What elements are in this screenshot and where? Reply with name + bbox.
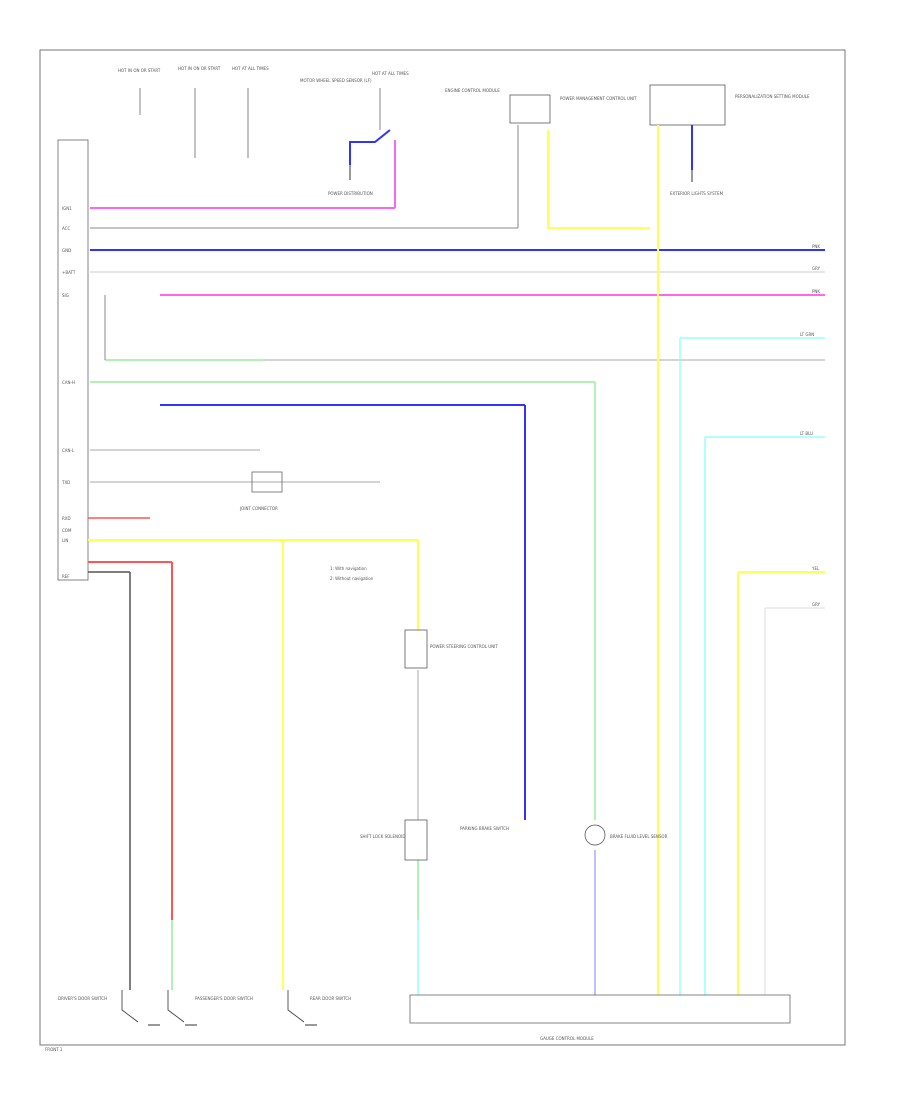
right-pin-6: GRY	[812, 602, 821, 607]
pin-label-0: IGN1	[62, 206, 72, 211]
top-label-7: PERSONALIZATION SETTING MODULE	[735, 94, 810, 99]
ground-symbols	[148, 165, 693, 1026]
bottom-switches	[121, 990, 305, 1023]
label-bottom-unit: GAUGE CONTROL MODULE	[540, 1036, 594, 1041]
right-pin-labels: PNK GRY PNK LT GRN LT BLU YEL GRY	[800, 244, 821, 607]
label-sensor-right: BRAKE FLUID LEVEL SENSOR	[610, 834, 668, 839]
top-label-1: HOT IN ON OR START	[178, 66, 221, 71]
pin-label-8: RXD	[62, 516, 71, 521]
label-ground-right: EXTERIOR LIGHTS SYSTEM	[670, 191, 724, 196]
relay-body	[404, 819, 428, 861]
label-note-2: 2: Without navigation	[330, 576, 374, 581]
pin-label-1: ACC	[62, 226, 70, 231]
label-relay-mid: SHIFT LOCK SOLENOID	[360, 834, 405, 839]
label-ground-top: POWER DISTRIBUTION	[328, 191, 373, 196]
pin-label-6: CAN-L	[62, 448, 75, 453]
pin-label-11: REF	[62, 574, 70, 579]
right-pin-0: PNK	[812, 244, 820, 249]
left-pin-labels: IGN1 ACC GND +BATT SIG CAN-H CAN-L TXD R…	[61, 206, 76, 579]
pin-label-7: TXD	[61, 480, 70, 485]
right-pin-3: LT GRN	[800, 332, 814, 337]
horizontal-buses	[88, 207, 825, 609]
pin-label-5: CAN-H	[62, 380, 75, 385]
left-connector-block	[57, 139, 89, 581]
shift-lock-box	[251, 471, 283, 493]
diagram-frame	[39, 49, 846, 1046]
top-labels: HOT IN ON OR START HOT IN ON OR START HO…	[118, 66, 810, 101]
top-label-3: MOTOR WHEEL SPEED SENSOR (LF)	[300, 78, 372, 83]
top-label-6: POWER MANAGEMENT CONTROL UNIT	[560, 96, 637, 101]
right-pin-4: LT BLU	[800, 431, 813, 436]
pin-label-10: LIN	[62, 538, 68, 543]
right-pin-5: YEL	[811, 566, 820, 571]
component-labels: POWER DISTRIBUTION EXTERIOR LIGHTS SYSTE…	[58, 191, 724, 1041]
vertical-wires	[104, 125, 766, 995]
top-label-5: ENGINE CONTROL MODULE	[445, 88, 500, 93]
label-note-1: 1: With navigation	[330, 566, 367, 571]
right-pin-2: PNK	[812, 289, 820, 294]
pin-label-9: COM	[62, 528, 72, 533]
pin-label-4: SIG	[62, 293, 69, 298]
pin-label-2: GND	[62, 248, 71, 253]
sensor-body	[584, 824, 606, 846]
gauge-control-module	[409, 994, 791, 1024]
right-pin-1: GRY	[812, 266, 821, 271]
label-bottom-left-3: REAR DOOR SWITCH	[310, 996, 351, 1001]
top-fuse-drops	[139, 88, 381, 158]
power-steering-unit	[404, 629, 428, 669]
pmcu-connector	[649, 84, 726, 126]
ecm-connector	[509, 94, 551, 124]
label-bottom-left-1: DRIVER'S DOOR SWITCH	[58, 996, 107, 1001]
top-label-4: HOT AT ALL TIMES	[372, 71, 409, 76]
top-label-0: HOT IN ON OR START	[118, 68, 161, 73]
top-label-2: HOT AT ALL TIMES	[232, 66, 269, 71]
footer-left: FRONT 1	[45, 1047, 63, 1052]
label-switch-mid: PARKING BRAKE SWITCH	[460, 826, 509, 831]
label-bottom-left-2: PASSENGER'S DOOR SWITCH	[195, 996, 253, 1001]
label-module-mid: POWER STEERING CONTROL UNIT	[430, 644, 498, 649]
pin-label-3: +BATT	[62, 270, 76, 275]
label-splice: JOINT CONNECTOR	[239, 506, 278, 511]
